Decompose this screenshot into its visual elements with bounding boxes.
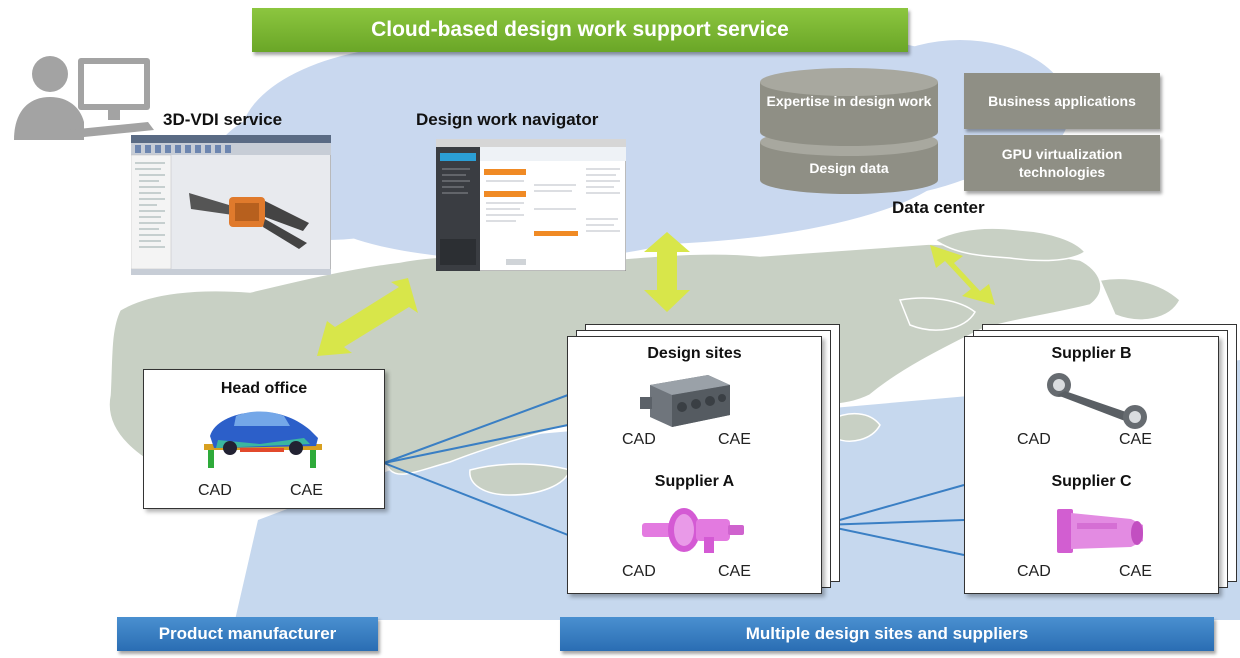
user-at-computer-icon [14,56,154,140]
business-applications-box: Business applications [964,73,1160,129]
design-sites-card: Design sites CAD CAE Supplier A CAD CAE [567,336,822,594]
car-simulation-icon [204,411,322,468]
data-center-label: Data center [892,198,985,217]
supplier-c-cae: CAE [1119,563,1152,580]
service-title-banner: Cloud-based design work support service [252,8,908,52]
cad-screenshot-thumbnail [131,135,331,275]
db-bottom-label-wrap: Design data [760,159,938,179]
connection-lines [383,394,965,556]
design-sites-title: Design sites [647,345,742,362]
double-arrows [317,232,995,356]
navigator-screenshot-thumbnail [436,139,626,271]
arrow-design-sites [644,232,690,312]
engine-block-icon [640,375,730,427]
design-sites-cad: CAD [622,431,656,448]
database-cylinders [760,68,938,194]
supplier-b-cae: CAE [1119,431,1152,448]
housing-part-icon [1057,509,1143,553]
head-office-cad: CAD [198,482,232,499]
supplier-a-cad: CAD [622,563,656,580]
navigator-label: Design work navigator [416,110,599,129]
arrow-data-center [930,245,995,305]
product-manufacturer-banner: Product manufacturer [117,617,378,651]
supplier-c-title: Supplier C [1051,473,1132,490]
vdi-service-label: 3D-VDI service [163,110,283,129]
supplier-a-title: Supplier A [654,473,735,490]
db-expertise-label: Expertise in design work [766,93,932,109]
db-top-label-wrap: Expertise in design work [760,90,938,130]
design-sites-suppliers-banner: Multiple design sites and suppliers [560,617,1214,651]
supplier-b-cad: CAD [1017,431,1051,448]
head-office-card: Head office CAD CAE [143,369,385,509]
supplier-c-cad: CAD [1017,563,1051,580]
db-top-cylinder [760,68,938,146]
supplier-a-cae: CAE [718,563,751,580]
gpu-virtualization-box: GPU virtualization technologies [964,135,1160,191]
head-office-title: Head office [220,380,308,397]
suppliers-card: Supplier B CAD CAE Supplier C CAD CAE [964,336,1219,594]
cloud-shape [210,25,1070,260]
db-design-data-label: Design data [809,160,889,176]
design-sites-cae: CAE [718,431,751,448]
head-office-cae: CAE [290,482,323,499]
shaft-part-icon [642,508,744,553]
supplier-b-title: Supplier B [1051,345,1132,362]
connecting-rod-icon [1047,373,1147,429]
arrow-head-office [317,278,418,356]
